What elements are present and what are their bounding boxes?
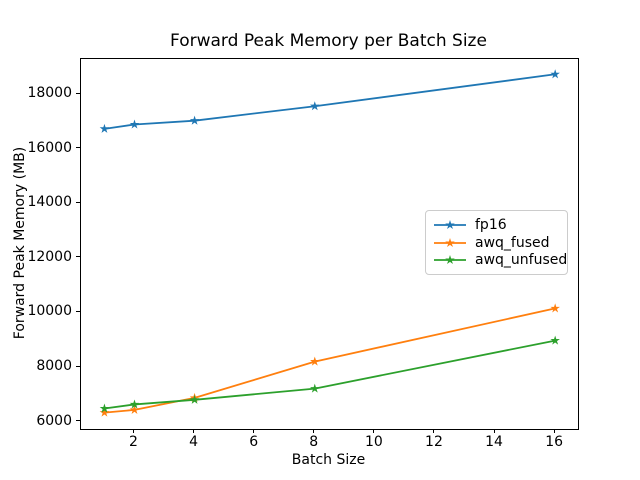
y-tick-label: 18000 [27, 85, 72, 102]
data-point-marker [129, 399, 140, 409]
y-tick-mark [76, 420, 80, 422]
data-point-marker [310, 101, 320, 111]
x-tick-label: 10 [364, 434, 383, 450]
chart-canvas [99, 69, 560, 417]
y-tick-label: 8000 [36, 358, 72, 375]
legend-label: awq_fused [475, 234, 550, 251]
data-point-marker [550, 335, 560, 345]
x-tick-mark [373, 429, 375, 433]
x-tick-label: 6 [249, 434, 259, 450]
y-tick-label: 12000 [27, 248, 72, 265]
series-line-awq_unfused [104, 339, 556, 410]
data-point-marker [129, 119, 140, 129]
legend-label: fp16 [475, 216, 507, 233]
data-point-marker [189, 115, 200, 125]
y-tick-label: 10000 [27, 303, 72, 320]
y-tick-mark [76, 147, 80, 149]
data-point-marker [189, 394, 200, 404]
x-tick-label: 8 [309, 434, 319, 450]
x-tick-mark [433, 429, 435, 433]
x-tick-mark [193, 429, 195, 433]
data-point-marker [310, 356, 320, 366]
x-tick-label: 16 [545, 434, 564, 450]
x-tick-label: 14 [485, 434, 503, 450]
x-tick-mark [313, 429, 315, 433]
y-tick-mark [76, 310, 80, 312]
y-tick-mark [76, 365, 80, 367]
x-axis-label: Batch Size [291, 452, 366, 468]
legend-item-fp16: fp16 [433, 216, 559, 234]
y-tick-mark [76, 201, 80, 203]
series-line-fp16 [104, 73, 556, 130]
y-tick-mark [76, 256, 80, 258]
data-point-marker [129, 404, 140, 414]
x-tick-label: 4 [189, 434, 199, 450]
x-tick-label: 2 [129, 434, 138, 450]
legend-item-awq-unfused: awq_unfused [433, 251, 567, 269]
y-tick-label: 14000 [27, 194, 72, 211]
x-tick-label: 12 [425, 434, 443, 450]
legend-label: awq_unfused [475, 252, 568, 269]
chart-title: Forward Peak Memory per Batch Size [170, 31, 487, 51]
legend-line-sample-icon [434, 255, 466, 265]
y-axis-label: Forward Peak Memory (MB) [12, 146, 28, 340]
data-point-marker [99, 403, 110, 413]
x-tick-mark [132, 429, 134, 433]
series-line-awq_fused [104, 307, 556, 414]
y-tick-label: 16000 [27, 139, 72, 156]
y-tick-label: 6000 [36, 412, 72, 429]
legend: fp16 awq_fused awq_unfused [425, 210, 568, 275]
legend-line-sample-icon [434, 237, 466, 247]
x-tick-mark [553, 429, 555, 433]
data-point-marker [550, 303, 560, 313]
x-tick-mark [253, 429, 255, 433]
y-tick-mark [76, 92, 80, 94]
data-point-marker [99, 123, 110, 133]
legend-line-sample-icon [434, 219, 466, 229]
legend-item-awq-fused: awq_fused [433, 234, 559, 252]
data-point-marker [550, 69, 560, 79]
data-point-marker [310, 383, 320, 393]
data-point-marker [99, 407, 110, 417]
x-tick-mark [493, 429, 495, 433]
